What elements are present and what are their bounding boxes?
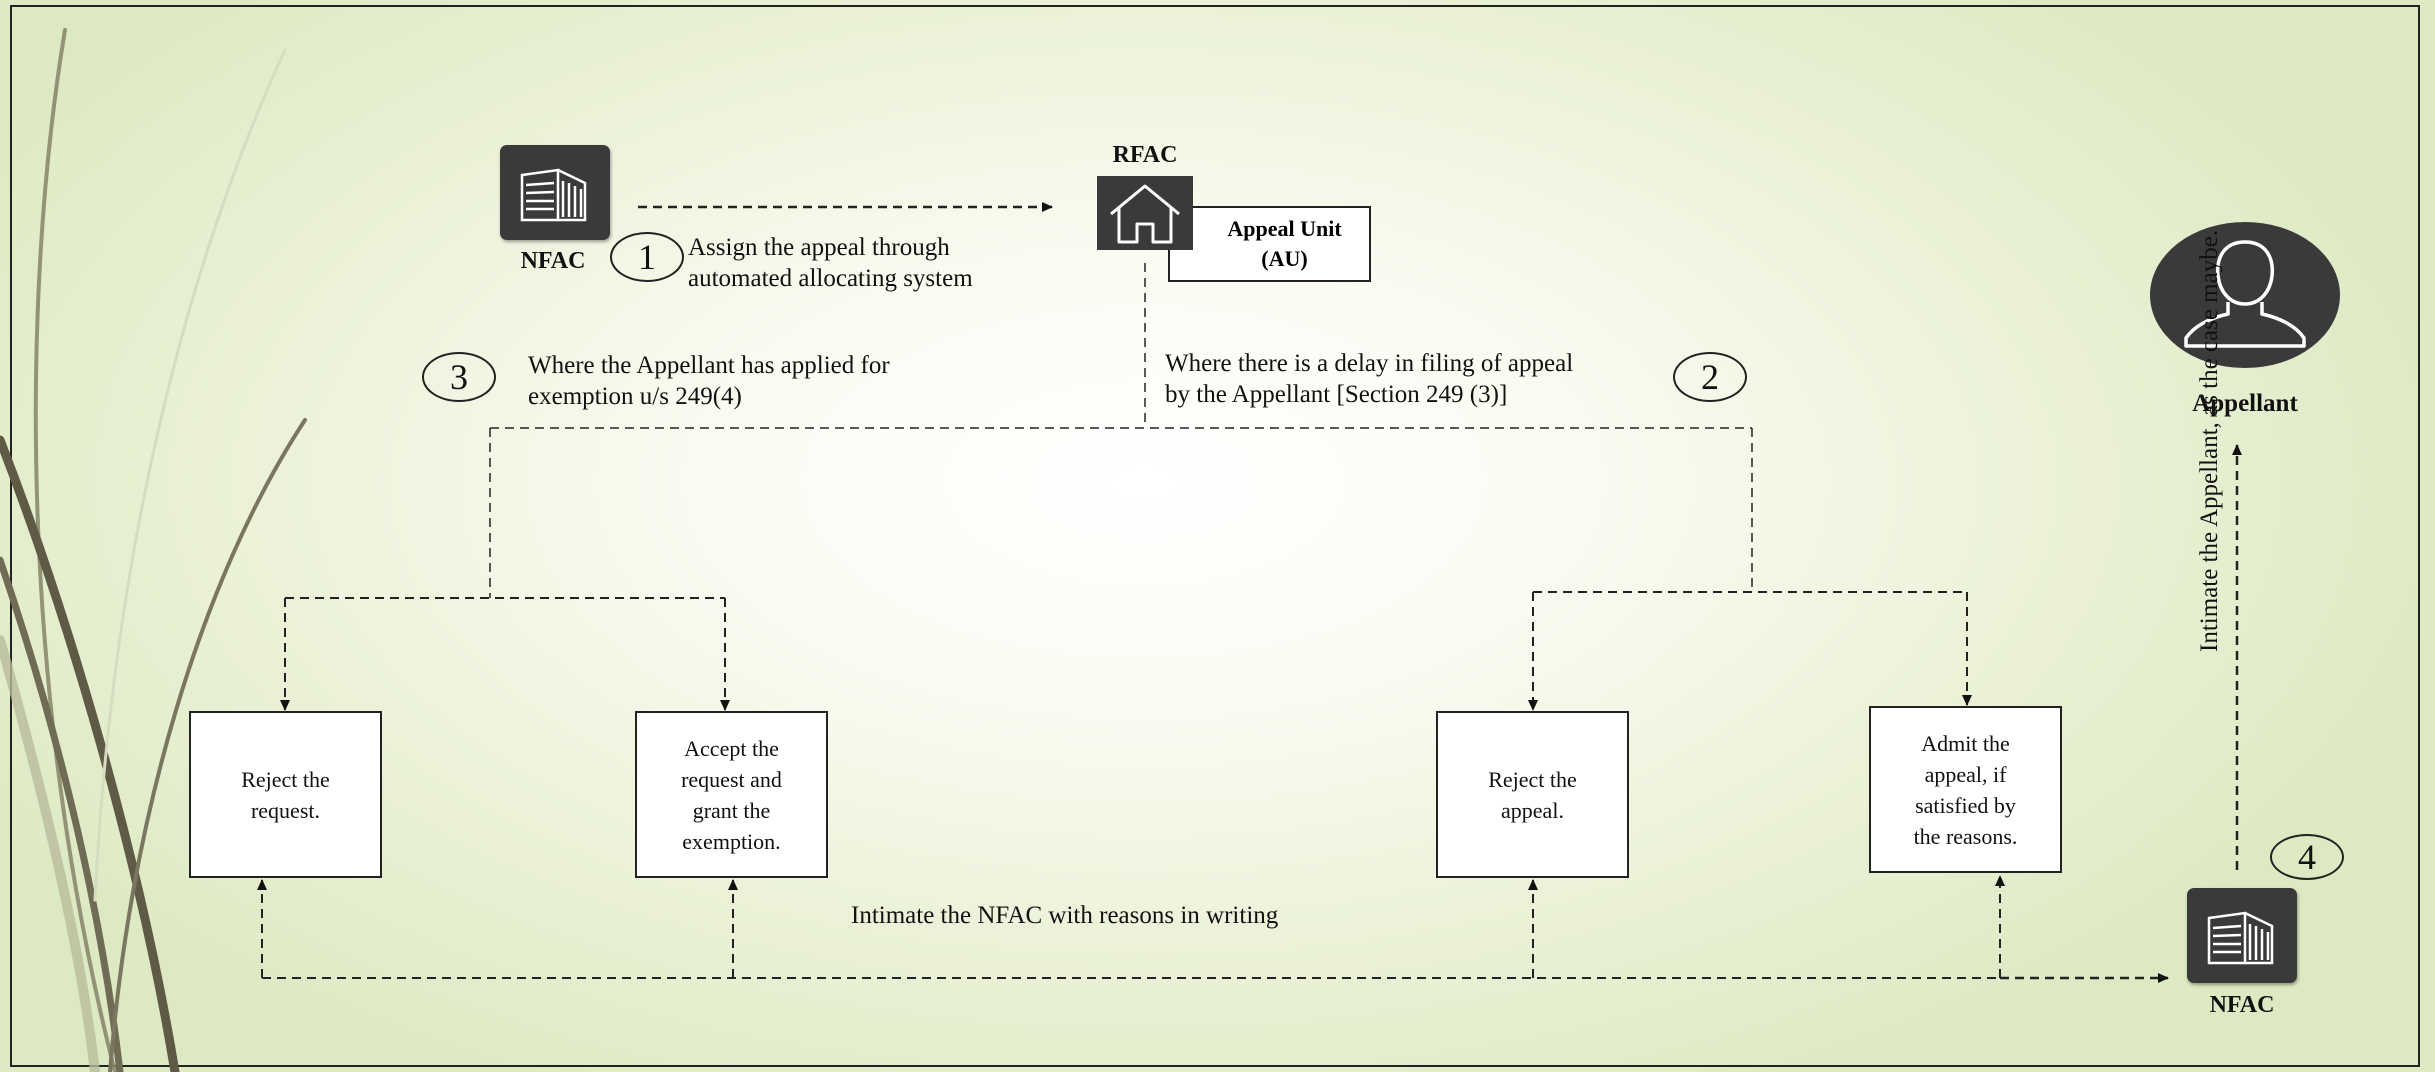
- outcome-line: exemption.: [682, 828, 781, 854]
- outcome-reject-request: Reject the request.: [189, 711, 382, 878]
- intimate-appellant-label: Intimate the Appellant, as the case mayb…: [2196, 229, 2223, 652]
- house-glyph: [1110, 184, 1180, 244]
- step-3-line2: exemption u/s 249(4): [528, 383, 742, 410]
- building-glyph: [2207, 911, 2274, 965]
- step-2-line1: Where there is a delay in filing of appe…: [1165, 350, 1574, 377]
- outcome-line: request and: [681, 766, 782, 792]
- step-3-line1: Where the Appellant has applied for: [528, 352, 890, 379]
- intimate-nfac-label: Intimate the NFAC with reasons in writin…: [851, 902, 1279, 929]
- nfac-top-label: NFAC: [520, 248, 586, 274]
- office-building-icon: [500, 145, 610, 240]
- outcome-line: satisfied by: [1915, 792, 2016, 818]
- appeal-unit-box: Appeal Unit (AU): [1168, 206, 1371, 282]
- step-1-number: 1: [610, 232, 684, 282]
- house-icon: [1097, 176, 1193, 250]
- outcome-line: appeal.: [1501, 797, 1564, 823]
- outcome-admit-appeal: Admit the appeal, if satisfied by the reaso…: [1869, 706, 2062, 873]
- step-3-text: Where the Appellant has applied for exem…: [528, 350, 890, 412]
- outcome-line: the reasons.: [1913, 823, 2018, 849]
- decorative-swooshes: [0, 28, 307, 1072]
- step-2-line2: by the Appellant [Section 249 (3)]: [1165, 381, 1508, 408]
- office-building-icon: [2187, 888, 2297, 983]
- outcome-line: Admit the: [1921, 730, 2010, 756]
- flow-lines: [257, 202, 2242, 983]
- outcome-line: grant the: [692, 797, 771, 823]
- outcome-reject-appeal: Reject the appeal.: [1436, 711, 1629, 878]
- step-1-line2: automated allocating system: [688, 265, 973, 292]
- step-2-number: 2: [1673, 352, 1747, 402]
- outcome-line: Reject the: [241, 766, 330, 792]
- appellant-label: Appellant: [2192, 390, 2298, 417]
- appeal-unit-line1: Appeal Unit: [1227, 216, 1342, 241]
- step-1-text: Assign the appeal through automated allo…: [688, 232, 973, 294]
- outcome-line: appeal, if: [1924, 761, 2007, 787]
- rfac-label: RFAC: [1112, 142, 1178, 168]
- person-glyph: [2184, 240, 2306, 348]
- outcome-line: Accept the: [684, 735, 779, 761]
- step-1-line1: Assign the appeal through: [688, 234, 950, 261]
- step-3-number: 3: [422, 352, 496, 402]
- outcome-accept-request: Accept the request and grant the exemption.: [635, 711, 828, 878]
- building-glyph: [520, 168, 587, 222]
- step-4-number: 4: [2270, 834, 2344, 880]
- person-silhouette-icon: [2150, 222, 2340, 368]
- step-2-text: Where there is a delay in filing of appe…: [1165, 348, 1573, 410]
- nfac-bottom-label: NFAC: [2209, 992, 2275, 1018]
- appeal-unit-line2: (AU): [1261, 246, 1308, 271]
- outcome-line: Reject the: [1488, 766, 1577, 792]
- outcome-line: request.: [250, 797, 320, 823]
